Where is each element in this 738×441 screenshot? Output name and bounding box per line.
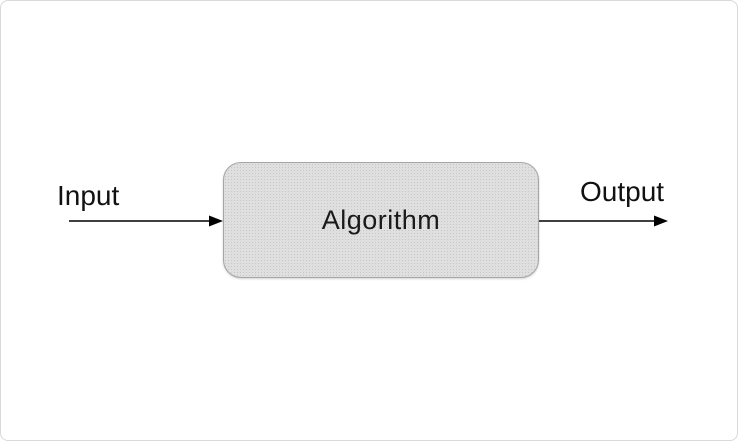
algorithm-box-label: Algorithm — [321, 204, 441, 235]
algorithm-box: Algorithm — [223, 162, 539, 278]
output-label: Output — [580, 176, 665, 207]
input-label: Input — [57, 180, 120, 211]
output-arrow-icon — [539, 215, 668, 227]
input-arrow-icon — [69, 215, 223, 227]
